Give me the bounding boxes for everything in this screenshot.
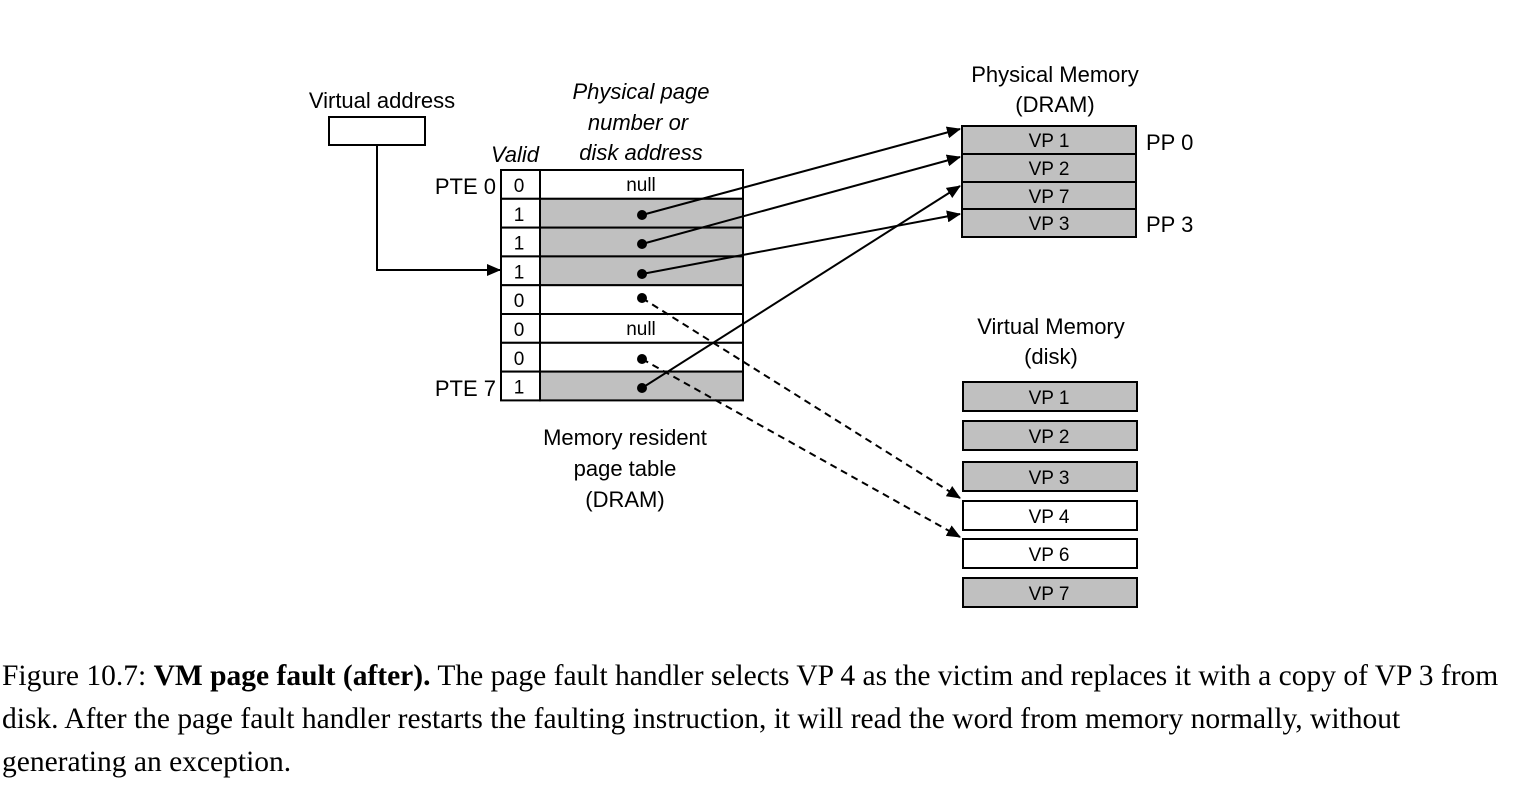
- disk-page-label: VP 3: [1029, 468, 1070, 489]
- dot-pte1: [637, 210, 647, 220]
- pte-address-text: null: [626, 175, 656, 196]
- ppn-header-line1: Physical page: [573, 79, 710, 104]
- arrow-pte3-to-pp3: [641, 210, 961, 275]
- arrow-pte2-to-pp1: [641, 154, 961, 245]
- pte-valid-bit: 1: [514, 234, 525, 255]
- page-table: 0 null 1 1 1 0 0 null 0 1: [500, 169, 744, 402]
- pte-address-text: null: [626, 319, 656, 340]
- physical-page-slot: [961, 125, 1137, 155]
- valid-header: Valid: [491, 142, 540, 167]
- pte-valid-bit: 1: [514, 378, 525, 399]
- caption-body: The page fault handler selects VP 4 as t…: [2, 660, 1499, 778]
- physical-memory: VP 1 VP 2 VP 7 VP 3: [961, 125, 1137, 238]
- vm-page-fault-diagram: Virtual address Physical page number or …: [309, 62, 1193, 608]
- page-table-caption-line3: (DRAM): [585, 487, 664, 512]
- pte-valid-bit: 0: [514, 320, 525, 341]
- arrow-pte6-to-disk-vp6: [641, 358, 961, 538]
- disk-page-slot: [962, 500, 1138, 531]
- physical-page-label: VP 1: [1029, 131, 1070, 152]
- dot-pte4: [637, 293, 647, 303]
- ppn-header-line3: disk address: [579, 140, 703, 165]
- disk-page-label: VP 7: [1029, 584, 1070, 605]
- physical-page-slot: [961, 181, 1137, 210]
- virtual-address-label: Virtual address: [309, 88, 455, 113]
- pte-address-cell: [539, 313, 744, 344]
- virtual-address-box: [328, 116, 426, 146]
- disk-page-slot: [962, 461, 1138, 492]
- virtual-memory-title-line1: Virtual Memory: [977, 314, 1125, 339]
- pp3-label: PP 3: [1146, 212, 1193, 237]
- figure-caption: Figure 10.7: VM page fault (after). The …: [2, 655, 1502, 784]
- pp0-label: PP 0: [1146, 130, 1193, 155]
- pte-address-cell: [539, 341, 744, 373]
- ppn-header-line2: number or: [588, 110, 690, 135]
- disk-page-slot: [962, 420, 1138, 451]
- arrow-pte1-to-pp0: [641, 126, 961, 216]
- arrow-pte7-to-pp2: [641, 185, 961, 389]
- disk-page-slot: [962, 538, 1138, 569]
- mapping-arrows: [641, 126, 961, 538]
- virtual-memory: VP 1 VP 2 VP 3 VP 4 VP 6 VP 7: [962, 381, 1138, 608]
- disk-page-label: VP 4: [1029, 507, 1070, 528]
- pte-valid-bit: 1: [514, 262, 525, 283]
- physical-page-label: VP 3: [1029, 214, 1070, 235]
- disk-page-slot: [962, 577, 1138, 608]
- physical-page-label: VP 2: [1029, 159, 1070, 180]
- pointer-dots: [637, 210, 647, 393]
- disk-page-label: VP 1: [1029, 388, 1070, 409]
- page-table-caption-line1: Memory resident: [543, 425, 707, 450]
- dot-pte6: [637, 354, 647, 364]
- disk-page-label: VP 2: [1029, 427, 1070, 448]
- arrow-pte4-to-disk-vp3: [641, 297, 961, 499]
- pte7-label: PTE 7: [435, 376, 496, 401]
- dot-pte2: [637, 239, 647, 249]
- page-table-caption-line2: page table: [574, 456, 677, 481]
- physical-memory-title-line1: Physical Memory: [971, 62, 1138, 87]
- pte-valid-bit: 0: [514, 291, 525, 312]
- physical-memory-title-line2: (DRAM): [1015, 92, 1094, 117]
- physical-page-label: VP 7: [1029, 187, 1070, 208]
- pte-valid-bit: 0: [514, 349, 525, 370]
- caption-prefix: Figure 10.7:: [2, 660, 154, 692]
- caption-bold-title: VM page fault (after).: [153, 660, 431, 692]
- pte-valid-bit: 0: [514, 176, 525, 197]
- pte0-label: PTE 0: [435, 174, 496, 199]
- disk-page-slot: [962, 381, 1138, 412]
- dot-pte3: [637, 269, 647, 279]
- physical-page-slot: [961, 208, 1137, 238]
- virtual-memory-title-line2: (disk): [1024, 344, 1078, 369]
- pte-valid-bit: 1: [514, 205, 525, 226]
- dot-pte7: [637, 383, 647, 393]
- disk-page-label: VP 6: [1029, 545, 1070, 566]
- virtual-address-arrow: [376, 145, 501, 276]
